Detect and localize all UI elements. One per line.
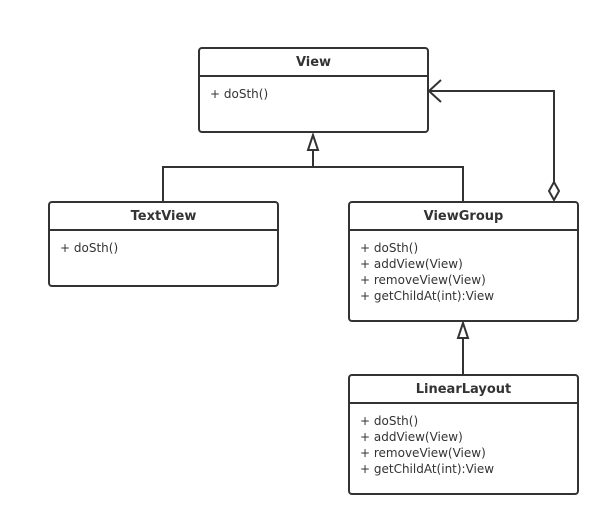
method-item: + addView(View) [360,430,463,444]
method-item: + removeView(View) [360,273,486,287]
class-textview-methods: + doSth() [50,231,277,256]
class-viewgroup-name: ViewGroup [350,203,577,231]
inheritance-arrowhead-view [306,131,320,151]
class-view-name: View [200,49,427,77]
class-linearlayout-methods: + doSth() + addView(View) + removeView(V… [350,404,577,477]
class-textview: TextView + doSth() [48,201,279,287]
method-item: + removeView(View) [360,446,486,460]
class-view: View + doSth() [198,47,429,133]
aggregation-line-viewgroup-view [429,90,555,182]
method-item: + doSth() [210,87,269,101]
inheritance-line-viewgroup-view [313,166,464,201]
method-item: + addView(View) [360,257,463,271]
inheritance-arrowhead-viewgroup [456,319,470,339]
method-item: + doSth() [360,241,419,255]
method-item: + doSth() [360,414,419,428]
method-item: + getChildAt(int):View [360,462,495,476]
class-textview-name: TextView [50,203,277,231]
class-linearlayout-name: LinearLayout [350,376,577,404]
method-item: + getChildAt(int):View [360,289,495,303]
aggregation-diamond-viewgroup [547,179,561,203]
class-view-methods: + doSth() [200,77,427,102]
inheritance-line-textview-view [162,150,314,201]
class-viewgroup-methods: + doSth() + addView(View) + removeView(V… [350,231,577,304]
class-viewgroup: ViewGroup + doSth() + addView(View) + re… [348,201,579,322]
class-linearlayout: LinearLayout + doSth() + addView(View) +… [348,374,579,495]
method-item: + doSth() [60,241,119,255]
aggregation-arrowhead-view [427,79,442,103]
